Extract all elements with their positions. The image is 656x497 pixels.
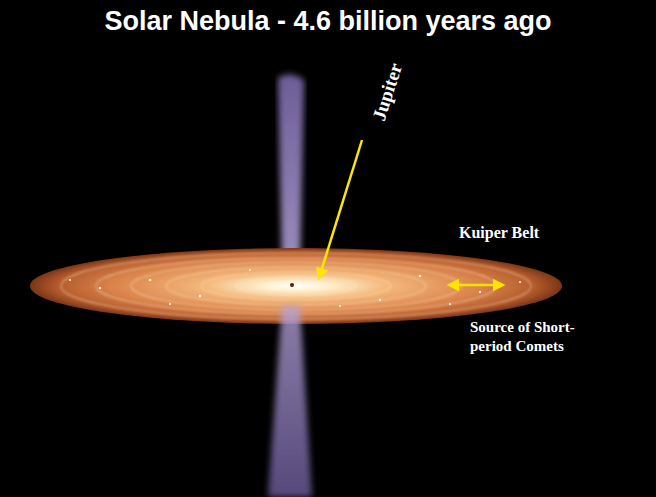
diagram-title: Solar Nebula - 4.6 billion years ago — [104, 6, 551, 37]
lower-jet — [268, 306, 312, 497]
planet-label: Jupiter — [368, 60, 407, 123]
upper-jet — [278, 74, 304, 270]
jupiter-arrow — [319, 140, 362, 278]
belt-label: Kuiper Belt — [459, 224, 539, 242]
source-label: Source of Short-period Comets — [470, 318, 611, 356]
protosun — [290, 283, 294, 287]
kuiper-extent-arrow — [449, 284, 503, 287]
planetesimals — [69, 269, 521, 307]
